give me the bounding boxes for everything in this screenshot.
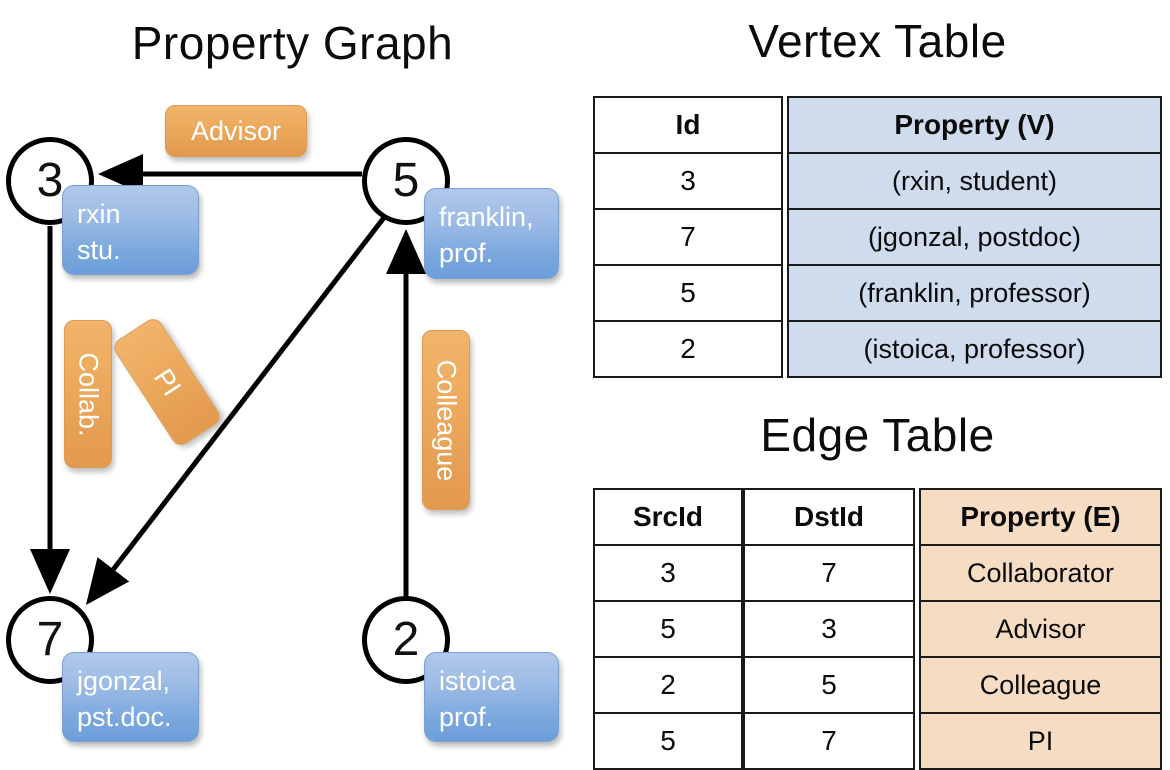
edge-table-cell-dstid: 7: [743, 544, 915, 602]
edge-table-header-property: Property (E): [919, 488, 1162, 546]
table-row: (franklin, professor): [787, 264, 1162, 322]
vertex-table-cell-id: 2: [593, 320, 783, 378]
property-graph-panel: Property Graph Advisor Collab. PI Collea…: [0, 0, 585, 760]
table-header-row: Id: [593, 96, 783, 154]
vertex-property-box-3: rxin stu.: [62, 185, 199, 275]
edge-table-property-column: Property (E) Collaborator Advisor Collea…: [919, 488, 1162, 770]
page-title-property-graph: Property Graph: [131, 17, 454, 69]
page-title-vertex-table: Vertex Table: [748, 15, 1007, 67]
table-row: 3: [593, 152, 783, 210]
edge-label-pi-text: PI: [147, 362, 187, 401]
vertex-property-box-5-line2: prof.: [439, 238, 494, 269]
vertex-table-id-column: Id 3 7 5 2: [593, 96, 783, 378]
vertex-node-5-id: 5: [392, 154, 420, 207]
table-row: 5: [593, 712, 743, 770]
vertex-table-cell-id: 3: [593, 152, 783, 210]
vertex-node-3: 3: [6, 137, 94, 225]
table-row: 3: [743, 600, 915, 658]
vertex-property-box-5-line1: franklin,: [439, 202, 534, 232]
vertex-table-cell-id: 7: [593, 208, 783, 266]
edge-label-pi: PI: [110, 315, 224, 449]
edge-table-header-dstid: DstId: [743, 488, 915, 546]
edge-table-cell-dstid: 5: [743, 656, 915, 714]
vertex-property-box-3-line2: stu.: [77, 235, 121, 266]
edge-table-header-srcid: SrcId: [593, 488, 743, 546]
vertex-property-box-7: jgonzal, pst.doc.: [62, 652, 199, 742]
edge-table-cell-property: PI: [919, 712, 1162, 770]
table-row: 5: [593, 264, 783, 322]
vertex-node-3-id: 3: [36, 154, 64, 207]
edge-label-collab: Collab.: [64, 320, 112, 468]
tables-panel: Vertex Table Id 3 7 5 2 Property: [585, 0, 1170, 770]
vertex-property-box-2: istoica prof.: [424, 652, 559, 742]
vertex-property-box-3-line1: rxin: [77, 199, 121, 229]
edge-table-cell-property: Colleague: [919, 656, 1162, 714]
edge-table-cell-srcid: 2: [593, 656, 743, 714]
vertex-property-box-5: franklin, prof.: [424, 188, 559, 279]
vertex-table-cell-id: 5: [593, 264, 783, 322]
table-header-row: Property (E): [919, 488, 1162, 546]
edge-label-advisor: Advisor: [165, 105, 307, 157]
vertex-property-box-7-line1: jgonzal,: [77, 666, 171, 696]
table-row: Advisor: [919, 600, 1162, 658]
edge-table-cell-property: Collaborator: [919, 544, 1162, 602]
table-row: 7: [743, 544, 915, 602]
table-header-row: SrcId: [593, 488, 743, 546]
vertex-table-header-property: Property (V): [787, 96, 1162, 154]
table-row: Collaborator: [919, 544, 1162, 602]
edge-table-dstid-column: DstId 7 3 5 7: [743, 488, 915, 770]
edge-table-cell-srcid: 5: [593, 600, 743, 658]
table-row: PI: [919, 712, 1162, 770]
table-row: 5: [593, 600, 743, 658]
edge-table-srcid-column: SrcId 3 5 2 5: [593, 488, 743, 770]
vertex-node-5: 5: [362, 137, 450, 225]
edge-table-cell-srcid: 5: [593, 712, 743, 770]
table-header-row: DstId: [743, 488, 915, 546]
vertex-table-cell-property: (franklin, professor): [787, 264, 1162, 322]
table-row: (istoica, professor): [787, 320, 1162, 378]
edge-label-colleague: Colleague: [422, 330, 470, 510]
table-row: 2: [593, 320, 783, 378]
table-row: 2: [593, 656, 743, 714]
edge-table-cell-property: Advisor: [919, 600, 1162, 658]
vertex-table-cell-property: (istoica, professor): [787, 320, 1162, 378]
edge-label-colleague-text: Colleague: [431, 359, 462, 481]
table-row: 5: [743, 656, 915, 714]
vertex-table-header-id: Id: [593, 96, 783, 154]
edge-table-cell-dstid: 7: [743, 712, 915, 770]
vertex-property-box-2-line1: istoica: [439, 666, 516, 696]
edge-table-cell-srcid: 3: [593, 544, 743, 602]
vertex-table-cell-property: (rxin, student): [787, 152, 1162, 210]
table-row: Colleague: [919, 656, 1162, 714]
vertex-table-cell-property: (jgonzal, postdoc): [787, 208, 1162, 266]
vertex-node-2-id: 2: [392, 613, 420, 666]
vertex-node-7-id: 7: [36, 613, 64, 666]
vertex-property-box-2-line2: prof.: [439, 702, 494, 733]
table-row: (jgonzal, postdoc): [787, 208, 1162, 266]
vertex-property-box-7-line2: pst.doc.: [77, 702, 172, 733]
vertex-table-property-column: Property (V) (rxin, student) (jgonzal, p…: [787, 96, 1162, 378]
page-title-edge-table: Edge Table: [760, 409, 995, 461]
table-row: (rxin, student): [787, 152, 1162, 210]
edge-label-collab-text: Collab.: [73, 351, 104, 437]
table-header-row: Property (V): [787, 96, 1162, 154]
table-row: 3: [593, 544, 743, 602]
edge-label-advisor-text: Advisor: [190, 115, 282, 146]
table-row: 7: [743, 712, 915, 770]
table-row: 7: [593, 208, 783, 266]
edge-table-cell-dstid: 3: [743, 600, 915, 658]
